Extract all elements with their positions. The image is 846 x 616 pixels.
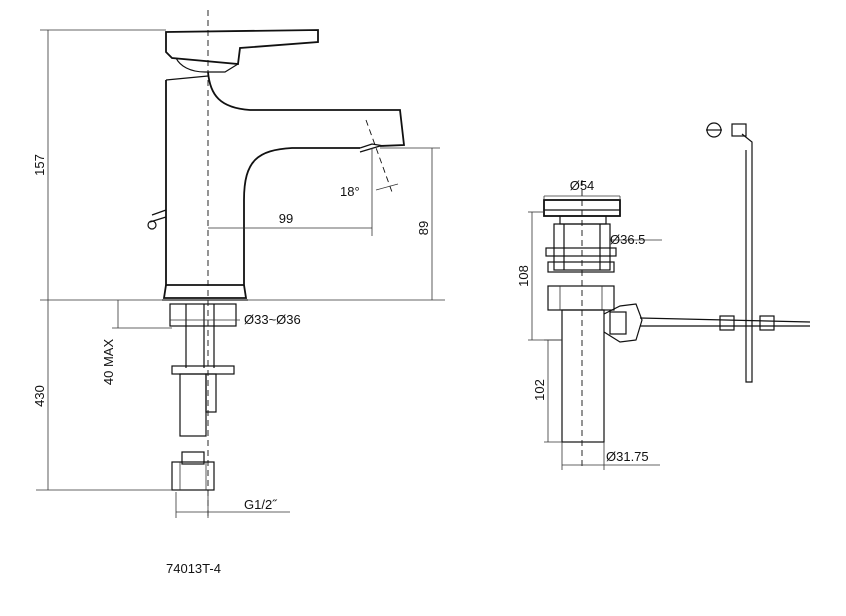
dim-spout-reach: 99 (279, 211, 293, 226)
model-number: 74013T-4 (166, 561, 221, 576)
dim-tail-length: 102 (532, 379, 547, 401)
dim-waste-body: Ø36.5 (610, 232, 645, 247)
faucet-dimension-lines (36, 29, 445, 518)
dim-thread: G1/2˝ (244, 497, 278, 512)
waste-dimension-lines (528, 195, 662, 470)
dim-max-thickness: 40 MAX (101, 339, 116, 386)
dim-waste-top: Ø54 (570, 178, 595, 193)
waste-assembly (543, 122, 811, 443)
faucet-body (147, 29, 406, 301)
dim-spout-height: 89 (416, 221, 431, 235)
dim-mount-hole: Ø33~Ø36 (244, 312, 301, 327)
dim-below-deck: 430 (32, 385, 47, 407)
dim-tail-diameter: Ø31.75 (606, 449, 649, 464)
faucet-shank (169, 303, 237, 491)
dim-height-total: 157 (32, 154, 47, 176)
dim-waste-height: 108 (516, 265, 531, 287)
dim-spout-angle: 18° (340, 184, 360, 199)
